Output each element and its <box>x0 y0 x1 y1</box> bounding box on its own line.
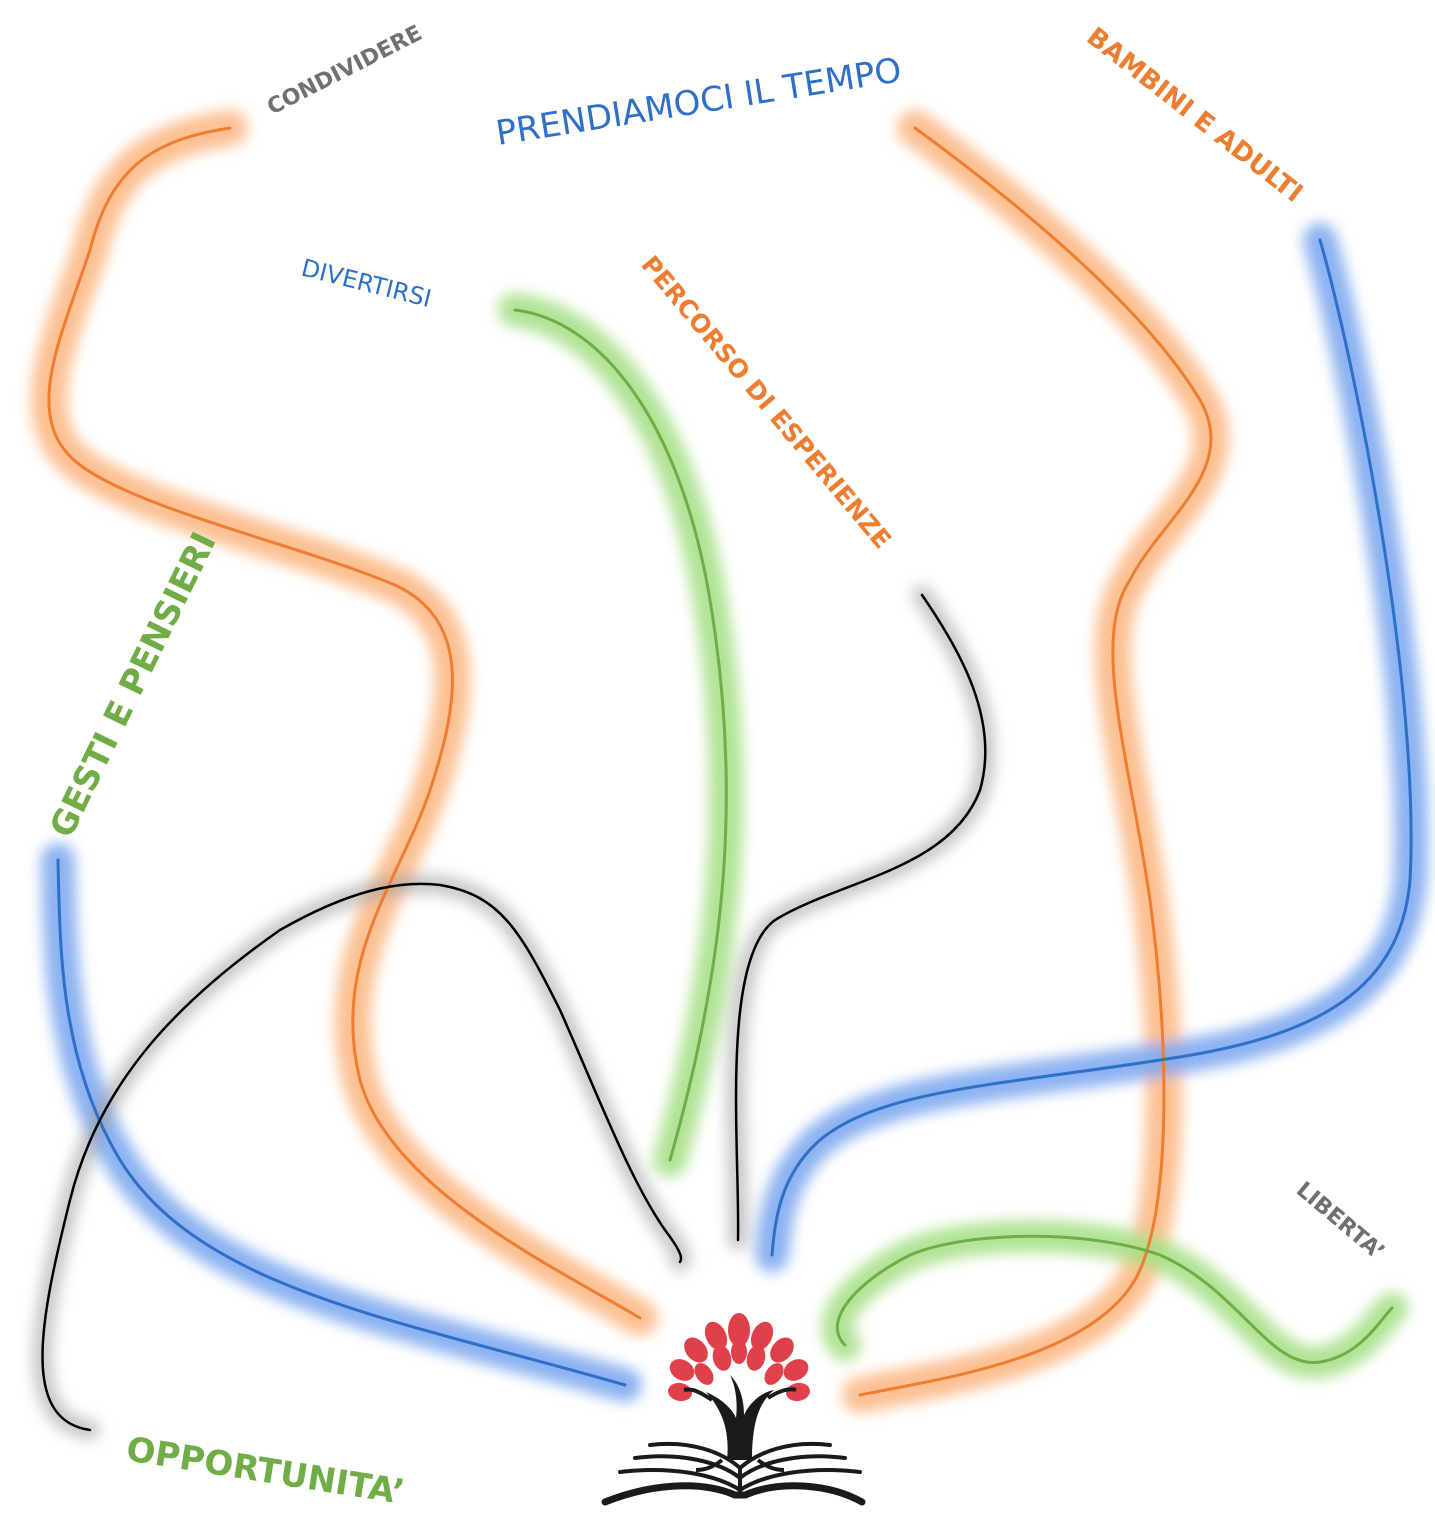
green-branch-center <box>513 308 728 1162</box>
orange-branch-right <box>858 126 1213 1397</box>
label-gesti-e-pensieri: GESTI E PENSIERI <box>42 526 224 844</box>
label-divertirsi: DIVERTIRSI <box>299 254 435 313</box>
label-opportunita: OPPORTUNITA’ <box>124 1429 408 1512</box>
label-prendiamoci-il-tempo: PRENDIAMOCI IL TEMPO <box>493 50 904 154</box>
black-branch-left <box>41 882 683 1432</box>
black-branch-right <box>734 593 987 1242</box>
label-bambini-e-adulti: BAMBINI E ADULTI <box>1081 22 1308 209</box>
orange-branch-left <box>47 126 642 1320</box>
label-liberta: LIBERTA’ <box>1291 1177 1389 1265</box>
green-branch-center-glow <box>498 293 744 1177</box>
blue-branch-right-glow <box>755 223 1429 1272</box>
black-branch-right-glow <box>726 585 996 1250</box>
blue-branch-left <box>56 858 627 1387</box>
blue-branch-right <box>770 238 1413 1257</box>
tree-on-open-book-icon <box>601 1313 866 1506</box>
green-branch-right <box>835 1234 1394 1364</box>
label-condividere: CONDIVIDERE <box>263 21 426 121</box>
